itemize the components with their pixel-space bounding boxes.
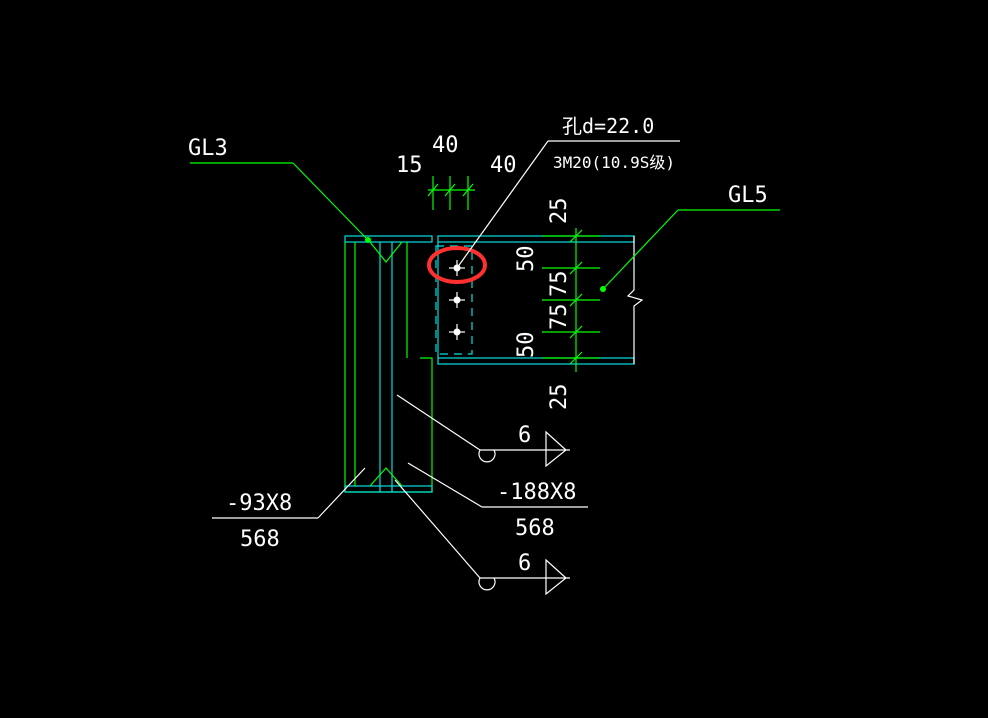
gl5-leader [602,209,780,290]
left-column-bottom-flange [344,485,433,493]
bolt-hole-label: 孔d=22.0 [562,114,654,138]
dim-v-25-top: 25 [547,198,572,225]
break-line [626,236,644,364]
dim-v-75-b: 75 [547,304,572,331]
left-column-top-flange [344,235,433,243]
right-beam-gl5[interactable] [437,235,644,365]
bottom-weld-fillet [369,467,403,487]
right-plate-length: 568 [515,516,555,541]
label-gl5: GL5 [728,183,768,208]
left-plate-size: -93X8 [226,491,292,516]
label-gl3: GL3 [188,136,228,161]
bolt-2[interactable] [449,292,465,308]
right-beam-top-flange [437,235,635,243]
gl3-leader [190,162,369,241]
dim-top-40-a: 40 [432,133,459,158]
shear-plate[interactable] [435,245,473,355]
dim-v-25-bottom: 25 [547,384,572,411]
left-plate-length: 568 [240,527,280,552]
top-weld-fillet [369,241,403,263]
bolt-3[interactable] [449,324,465,340]
right-plate-size: -188X8 [497,480,576,505]
left-plate-leader [212,467,366,519]
right-plate-leader [407,462,588,508]
dim-top-40-b: 40 [490,153,517,178]
weld-size-upper: 6 [518,423,531,448]
dim-v-50-bottom: 50 [514,332,539,359]
weld-symbol-upper[interactable] [396,394,570,468]
weld-symbol-lower[interactable] [394,479,570,596]
highlight-marker [427,246,487,284]
left-column-outer-profile [344,242,433,493]
dim-v-75-a: 75 [547,271,572,298]
weld-size-lower: 6 [518,551,531,576]
dim-top-15: 15 [396,153,423,178]
vertical-dimension-chain [542,228,600,372]
dim-v-50-top: 50 [514,246,539,273]
top-dimension-chain [427,176,475,210]
left-column-gl3[interactable] [344,235,433,493]
bolt-spec-label: 3M20(10.9S级) [553,153,675,172]
shear-plate-outline [435,245,473,355]
bolt-callout-leader [456,140,680,269]
